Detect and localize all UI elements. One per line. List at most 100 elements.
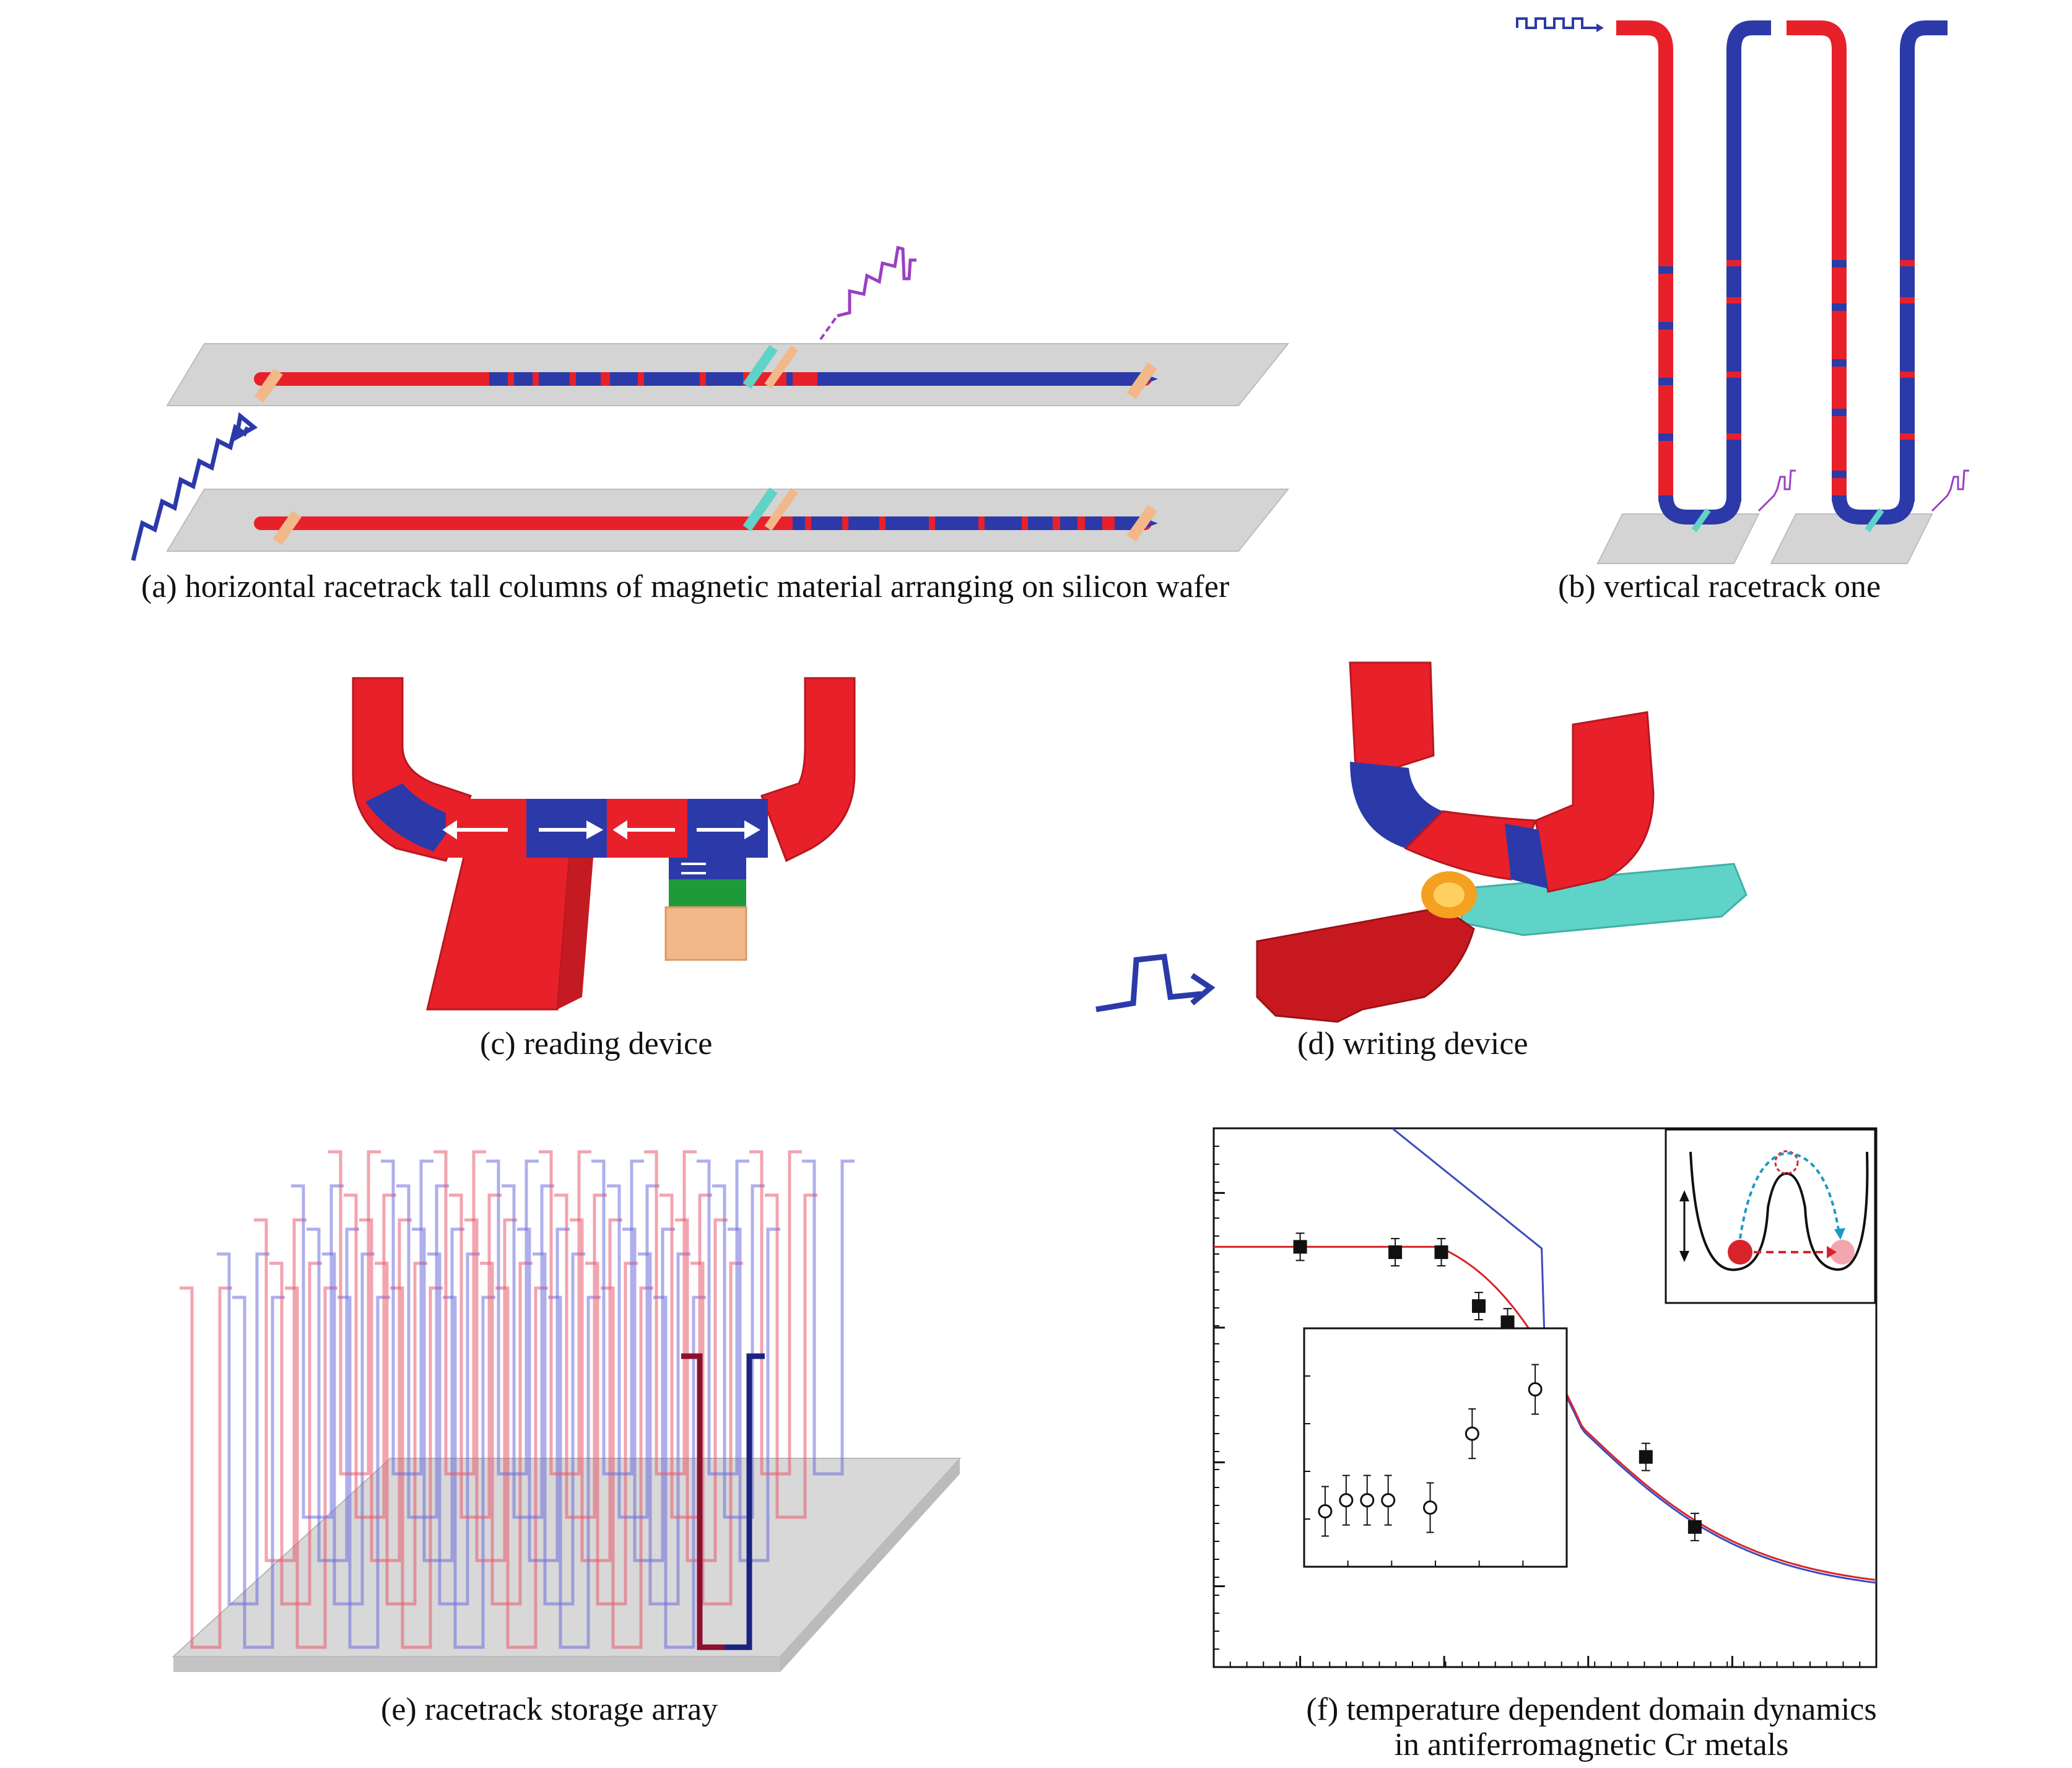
- track-domain: [817, 372, 1146, 386]
- track-domain: [489, 372, 743, 386]
- inset-data-point: [1318, 1504, 1333, 1518]
- panel-horizontal-racetrack: (a) horizontal racetrack tall columns of…: [0, 0, 1362, 619]
- inset-data-point: [1360, 1493, 1375, 1508]
- highlighted-racetrack-red: [681, 1353, 725, 1650]
- write-pulse-icon: [1095, 954, 1202, 1012]
- vertical-track-2-left: [1787, 20, 1847, 502]
- racetrack-top: [254, 372, 1158, 386]
- write-pulse-arrow-icon: [1596, 24, 1604, 32]
- racetrack-bottom: [254, 516, 1158, 530]
- racetrack-loop: [344, 1193, 396, 1519]
- data-point: [1639, 1450, 1653, 1464]
- contact-right-top: [1126, 362, 1157, 399]
- domain-stripe: [1658, 248, 1673, 255]
- contact-left-top: [254, 368, 283, 403]
- storage-array-diagram: [172, 1150, 962, 1672]
- data-point: [1472, 1299, 1486, 1313]
- vertical-racetrack-diagram: [1516, 17, 1969, 564]
- domain-stripe: [1658, 266, 1673, 274]
- data-point: [1434, 1245, 1448, 1260]
- panel-writing-device: (d) writing device: [1077, 650, 1759, 1071]
- racetrack-loop: [591, 1159, 644, 1476]
- racetrack-loop: [381, 1159, 433, 1476]
- inset-data-point: [1465, 1426, 1479, 1441]
- track-domain: [1102, 516, 1115, 530]
- thermal-hop-arrow: [1739, 1151, 1840, 1239]
- track-domain: [842, 516, 848, 530]
- track-domain: [929, 516, 935, 530]
- reading-device-diagram: [352, 677, 856, 1011]
- read-element-top-2: [764, 345, 798, 389]
- final-state-ball: [1830, 1240, 1855, 1265]
- domain-stripe: [1658, 347, 1673, 354]
- racetrack-loop: [486, 1159, 539, 1476]
- racetrack-loop: [765, 1193, 817, 1519]
- write-pulse-icon: [131, 424, 250, 561]
- domain-stripe: [1900, 297, 1915, 303]
- track-domain: [601, 372, 610, 386]
- inset-frame: [1303, 1327, 1568, 1568]
- track-domain: [786, 372, 793, 386]
- domain-stripe: [1832, 303, 1847, 311]
- u-left-column: [1349, 661, 1435, 782]
- read-leg: [426, 853, 571, 1011]
- domain-stripe: [1658, 433, 1673, 441]
- caption-d: (d) writing device: [1297, 1026, 1528, 1061]
- read-lead-icon: [819, 315, 838, 341]
- read-pulse-icon-1: [1757, 469, 1796, 512]
- track-domain: [508, 372, 514, 386]
- read-pulse-icon: [837, 245, 916, 318]
- racetrack-loop: [749, 1150, 802, 1476]
- read-pulse-icon-2: [1931, 469, 1969, 512]
- data-point: [1687, 1520, 1702, 1534]
- write-pulse-icon: [1516, 17, 1598, 29]
- track-domain: [700, 372, 706, 386]
- domain-stripe: [1900, 260, 1915, 266]
- domain-stripe: [1726, 260, 1741, 266]
- racetrack-loop: [254, 1218, 307, 1562]
- racetrack-loop: [433, 1150, 486, 1476]
- domain-stripe: [1658, 458, 1673, 466]
- racetrack-loop: [539, 1150, 591, 1476]
- data-point: [1293, 1240, 1307, 1254]
- initial-state-ball: [1728, 1240, 1752, 1265]
- domain-stripe: [1832, 359, 1847, 367]
- data-point: [1500, 1315, 1515, 1330]
- contact-right-bottom: [1126, 505, 1157, 542]
- domain-stripe: [1658, 322, 1673, 329]
- u-right-arm: [760, 677, 856, 863]
- domain-stripe: [1658, 396, 1673, 404]
- highlighted-racetrack-blue: [725, 1353, 765, 1650]
- inset-data-points: [1304, 1364, 1543, 1567]
- domain-stripe: [1832, 334, 1847, 342]
- domain-stripe: [1726, 433, 1741, 440]
- racetrack-loop: [554, 1193, 607, 1519]
- u-right-column: [1534, 711, 1655, 893]
- caption-b: (b) vertical racetrack one: [1558, 569, 1881, 604]
- panel-storage-array: (e) racetrack storage array: [155, 1102, 1022, 1753]
- read-element-bottom-2: [764, 487, 798, 531]
- writing-device-diagram: [1095, 661, 1748, 1023]
- sensor-peach: [664, 906, 747, 961]
- racetrack-loop: [644, 1150, 697, 1476]
- u-left-blue: [365, 783, 458, 851]
- track-domain: [1022, 516, 1028, 530]
- domain-stripe: [1658, 291, 1673, 298]
- domain-stripes: [1658, 248, 1915, 478]
- caption-f-line2: in antiferromagnetic Cr metals: [1394, 1727, 1789, 1762]
- racetrack-loop: [232, 1296, 285, 1649]
- inset-data-point: [1381, 1493, 1396, 1508]
- read-element-top: [742, 345, 778, 389]
- write-pulse-arrow-icon: [1190, 973, 1216, 1006]
- track-domain: [879, 516, 886, 530]
- track-domain: [1077, 516, 1085, 530]
- racetrack-loop: [449, 1193, 502, 1519]
- caption-c: (c) reading device: [480, 1026, 713, 1061]
- vertical-track-2-bottom: [1832, 495, 1915, 525]
- write-pulse-arrow-icon: [233, 412, 258, 442]
- racetrack-loop: [502, 1184, 554, 1519]
- racetrack-array: [180, 1150, 855, 1650]
- contact-left-bottom: [272, 510, 302, 546]
- domain-stripe: [1832, 390, 1847, 398]
- write-wire: [1256, 906, 1475, 1023]
